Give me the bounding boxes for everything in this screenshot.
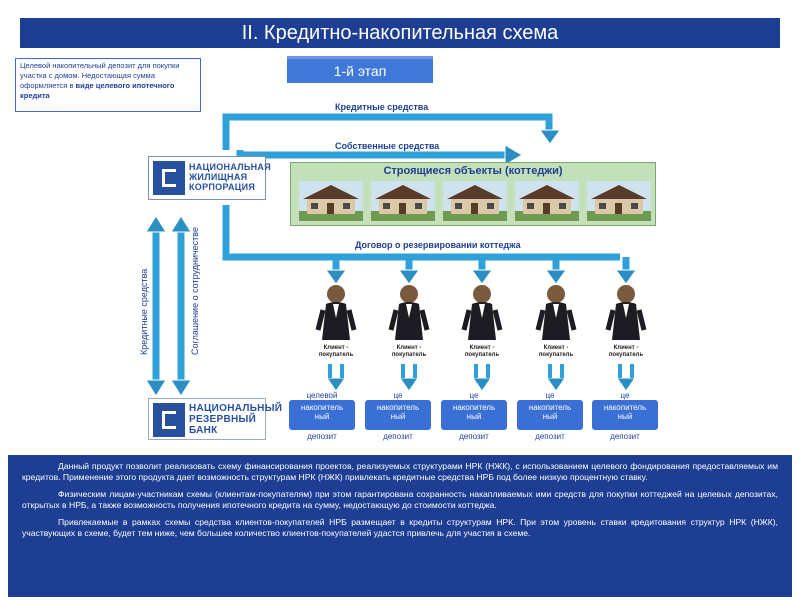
cottage-image xyxy=(515,181,579,221)
stage-banner: 1-й этап xyxy=(287,56,433,83)
deposit-cut-bottom: депозит xyxy=(307,432,337,441)
nrb-logo: НАЦИОНАЛЬНЫЙ РЕЗЕРВНЫЙ БАНК xyxy=(148,398,282,440)
client-label: Клиент - покупатель xyxy=(538,345,574,358)
own-funds-arrow-head xyxy=(504,144,523,166)
agreement-up-arrow-head xyxy=(170,215,192,233)
own-funds-label: Собственные средства xyxy=(335,141,440,151)
reservation-line xyxy=(222,205,620,261)
cottage-image xyxy=(587,181,651,221)
deposit-cut-bottom: депозит xyxy=(459,432,489,441)
nrb-logo-text: НАЦИОНАЛЬНЫЙ РЕЗЕРВНЫЙ БАНК xyxy=(189,403,283,436)
client-label: Клиент - покупатель xyxy=(608,345,644,358)
deposit-line-2: ный xyxy=(466,412,482,421)
deposit-line-1: накопитель xyxy=(452,403,496,412)
deposit-cut-bottom: депозит xyxy=(383,432,413,441)
note-box: Целевой накопительный депозит для покупк… xyxy=(15,58,201,112)
deposit-cut-top: це xyxy=(469,391,479,400)
client-figure xyxy=(315,285,357,340)
page-title: II. Кредитно-накопительная схема xyxy=(20,18,780,48)
deposit-cut-bottom: депозит xyxy=(610,432,640,441)
objects-title: Строящиеся объекты (коттеджи) xyxy=(383,165,563,177)
own-funds-line xyxy=(236,150,507,159)
description-panel: Данный продукт позволит реализовать схем… xyxy=(8,455,792,597)
nhc-logo-text: НАЦИОНАЛЬНАЯ ЖИЛИЩНАЯ КОРПОРАЦИЯ xyxy=(189,162,272,192)
client-figure xyxy=(461,285,503,340)
deposit-cut-top: це xyxy=(393,391,403,400)
description-paragraph-1: Данный продукт позволит реализовать схем… xyxy=(22,461,778,482)
deposit-cut-top: це xyxy=(545,391,555,400)
description-paragraph-3: Привлекаемые в рамках схемы средства кли… xyxy=(22,517,778,538)
client-figure xyxy=(605,285,647,340)
credit-funds-line xyxy=(222,113,553,150)
credit-funds-label: Кредитные средства xyxy=(335,102,429,112)
deposit-cut-bottom: депозит xyxy=(535,432,565,441)
cottage-image xyxy=(443,181,507,221)
client-label: Клиент - покупатель xyxy=(318,345,354,358)
deposit-line-1: накопитель xyxy=(603,403,647,412)
note-text: Целевой накопительный депозит для покупк… xyxy=(20,61,180,90)
reservation-contract-label: Договор о резервировании коттеджа xyxy=(355,240,521,250)
cottage-image xyxy=(299,181,363,221)
description-paragraph-2: Физическим лицам-участникам схемы (клиен… xyxy=(22,489,778,510)
deposit-cut-top: целевой xyxy=(306,391,338,400)
deposit-cut-top: це xyxy=(620,391,630,400)
deposit-line-2: ный xyxy=(542,412,558,421)
objects-panel: Строящиеся объекты (коттеджи) xyxy=(290,162,656,226)
credit-arrow-head xyxy=(539,129,561,145)
nrb-logo-mark xyxy=(153,403,185,437)
cottage-image xyxy=(371,181,435,221)
client-label: Клиент - покупатель xyxy=(464,345,500,358)
note-bold-text: виде целевого ипотечного кредита xyxy=(20,81,175,100)
deposit-line-1: накопитель xyxy=(528,403,572,412)
nhc-logo: НАЦИОНАЛЬНАЯ ЖИЛИЩНАЯ КОРПОРАЦИЯ xyxy=(148,156,271,200)
client-label: Клиент - покупатель xyxy=(391,345,427,358)
deposit-line-2: ный xyxy=(390,412,406,421)
deposit-line-2: ный xyxy=(314,412,330,421)
deposit-line-1: накопитель xyxy=(300,403,344,412)
nhc-logo-mark xyxy=(153,161,185,195)
client-figure xyxy=(388,285,430,340)
client-figure xyxy=(535,285,577,340)
deposit-line-2: ный xyxy=(617,412,633,421)
deposit-line-1: накопитель xyxy=(376,403,420,412)
credit-up-arrow-head xyxy=(145,215,167,233)
